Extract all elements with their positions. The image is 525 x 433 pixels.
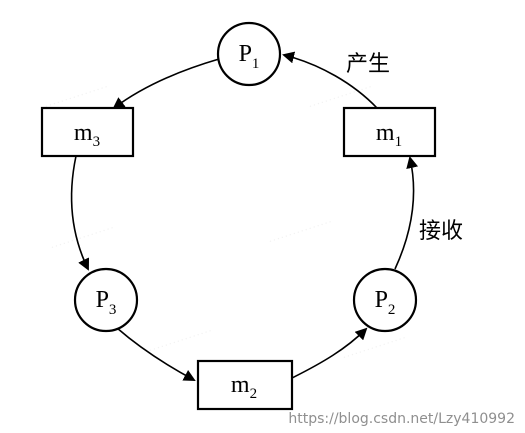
process-node-p1-circle <box>216 21 282 87</box>
process-node-p2-circle <box>352 267 418 333</box>
message-box-m3-rect <box>40 106 135 158</box>
edge-p1-to-m3 <box>112 58 220 110</box>
edge-m2-to-p2 <box>291 327 368 379</box>
message-box-m1-sub: 1 <box>395 134 403 150</box>
edge-m1-to-p1 <box>282 51 378 109</box>
message-box-m2-main: m <box>231 372 250 398</box>
message-box-m3-main: m <box>74 120 93 146</box>
process-node-p2: P2 <box>352 267 418 333</box>
edge-label-produce: 产生 <box>346 52 390 77</box>
edge-label-receive: 接收 <box>419 219 463 244</box>
message-box-m2: m2 <box>196 359 294 411</box>
edge-p3-to-m2 <box>116 327 196 381</box>
message-box-m1: m1 <box>342 106 437 158</box>
message-box-m2-label: m2 <box>231 372 257 402</box>
message-box-m3: m3 <box>40 106 135 158</box>
message-box-m1-rect <box>342 106 437 158</box>
process-node-p3: P3 <box>73 267 139 333</box>
process-node-p2-label: P2 <box>375 287 396 318</box>
process-node-p2-main: P <box>375 287 388 313</box>
message-box-m3-label: m3 <box>74 120 100 150</box>
process-node-p1-label: P1 <box>239 41 260 72</box>
edge-p2-to-m1 <box>394 156 419 270</box>
process-node-p2-sub: 2 <box>388 302 396 318</box>
process-node-p3-sub: 3 <box>109 302 117 318</box>
process-node-p1-main: P <box>239 41 252 67</box>
watermark-url: https://blog.csdn.net/Lzy410992 <box>288 411 515 427</box>
process-node-p3-circle <box>73 267 139 333</box>
message-box-m2-rect <box>196 359 294 411</box>
message-box-m3-sub: 3 <box>93 134 101 150</box>
process-node-p1: P1 <box>216 21 282 87</box>
message-box-m1-label: m1 <box>376 120 402 150</box>
process-node-p3-label: P3 <box>96 287 117 318</box>
process-node-p3-main: P <box>96 287 109 313</box>
message-box-m1-main: m <box>376 120 395 146</box>
edge-m3-to-p3 <box>70 155 90 271</box>
message-box-m2-sub: 2 <box>250 386 258 402</box>
process-node-p1-sub: 1 <box>252 56 260 72</box>
